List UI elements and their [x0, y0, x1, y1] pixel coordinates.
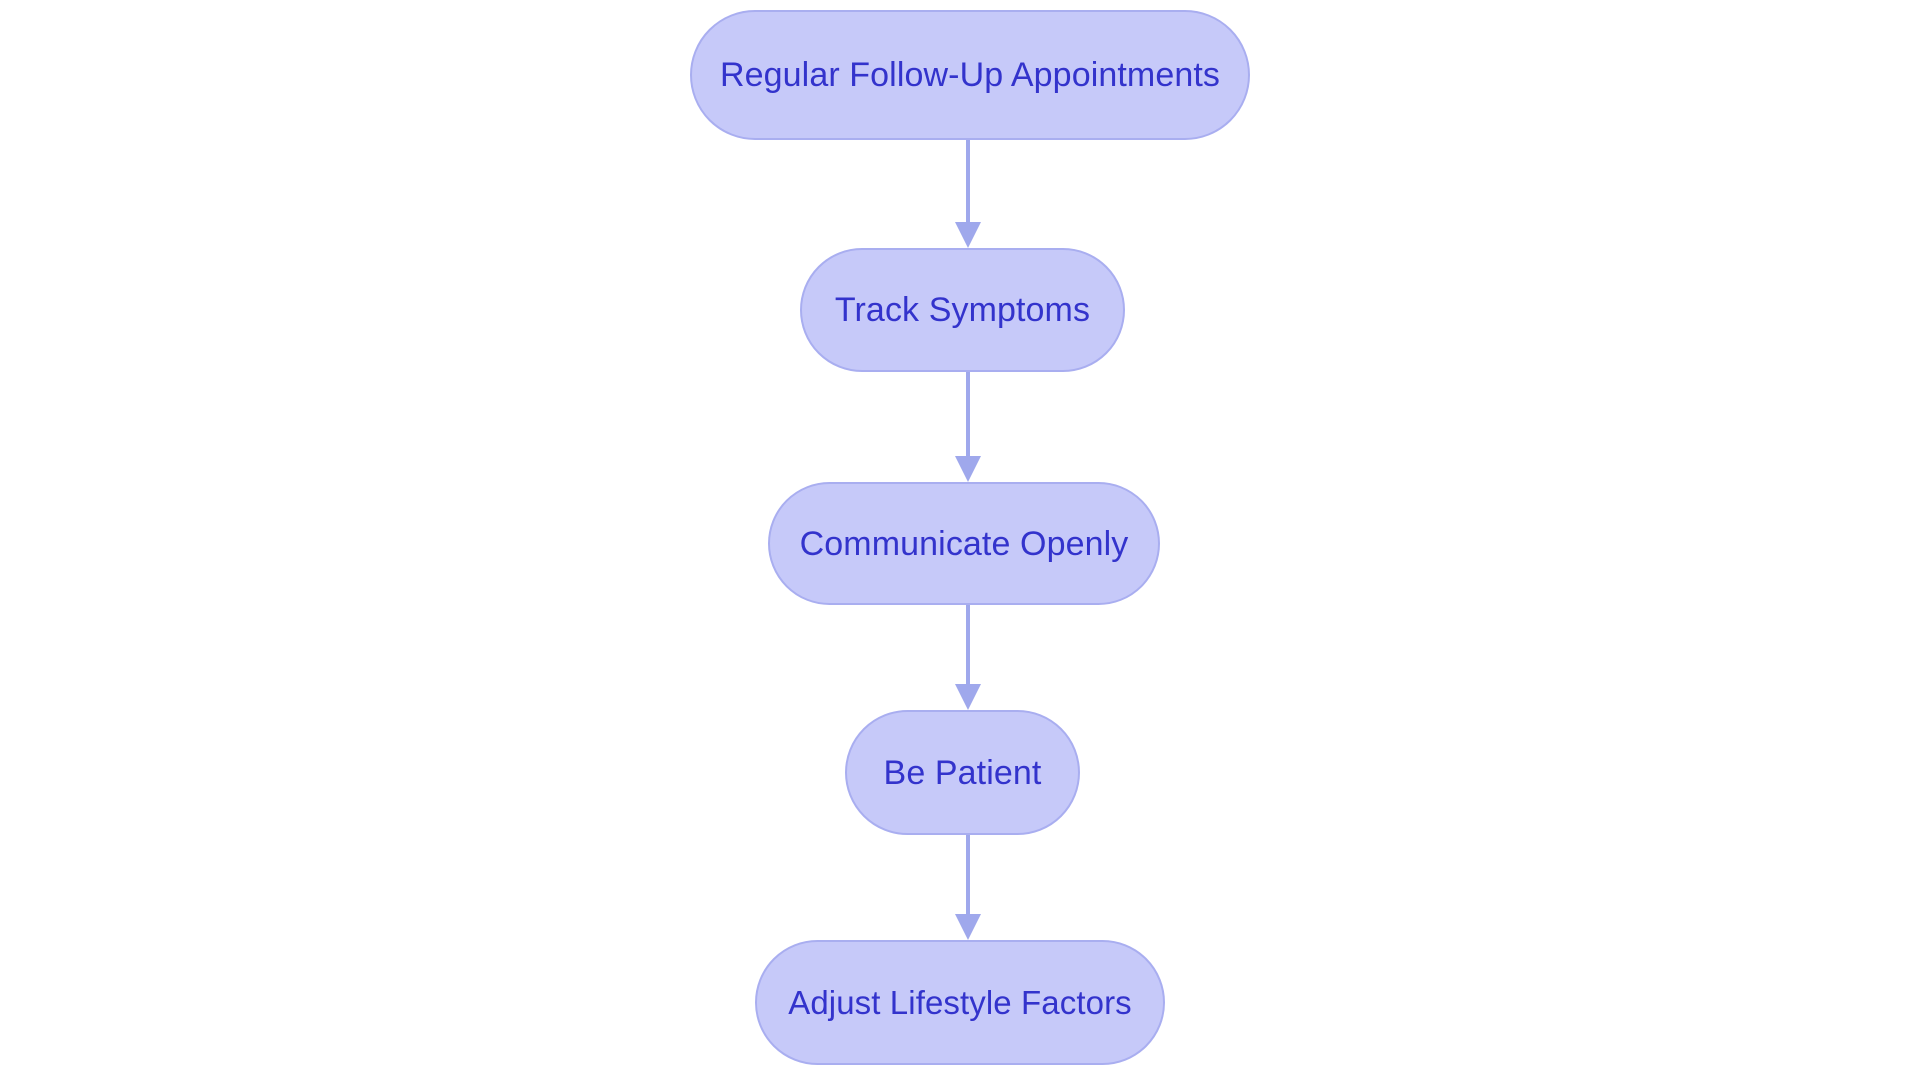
node-label: Track Symptoms [834, 291, 1091, 329]
connector-line [966, 605, 970, 684]
connector-node3-to-node4 [948, 605, 988, 710]
flowchart-node-adjust-lifestyle-factors[interactable]: Adjust Lifestyle Factors [755, 940, 1165, 1065]
arrowhead-down-icon [955, 914, 981, 940]
connector-node1-to-node2 [948, 140, 988, 248]
connector-node4-to-node5 [948, 835, 988, 940]
flowchart-node-regular-follow-up-appointments[interactable]: Regular Follow-Up Appointments [690, 10, 1250, 140]
node-label: Be Patient [883, 753, 1042, 792]
connector-line [966, 372, 970, 456]
node-label: Adjust Lifestyle Factors [788, 984, 1132, 1021]
node-label: Regular Follow-Up Appointments [719, 56, 1221, 94]
connector-line [966, 835, 970, 914]
arrowhead-down-icon [955, 222, 981, 248]
arrowhead-down-icon [955, 456, 981, 482]
node-label: Communicate Openly [799, 524, 1129, 563]
flowchart-node-communicate-openly[interactable]: Communicate Openly [768, 482, 1160, 605]
connector-node2-to-node3 [948, 372, 988, 482]
arrowhead-down-icon [955, 684, 981, 710]
flowchart-node-track-symptoms[interactable]: Track Symptoms [800, 248, 1125, 372]
connector-line [966, 140, 970, 222]
flowchart-node-be-patient[interactable]: Be Patient [845, 710, 1080, 835]
